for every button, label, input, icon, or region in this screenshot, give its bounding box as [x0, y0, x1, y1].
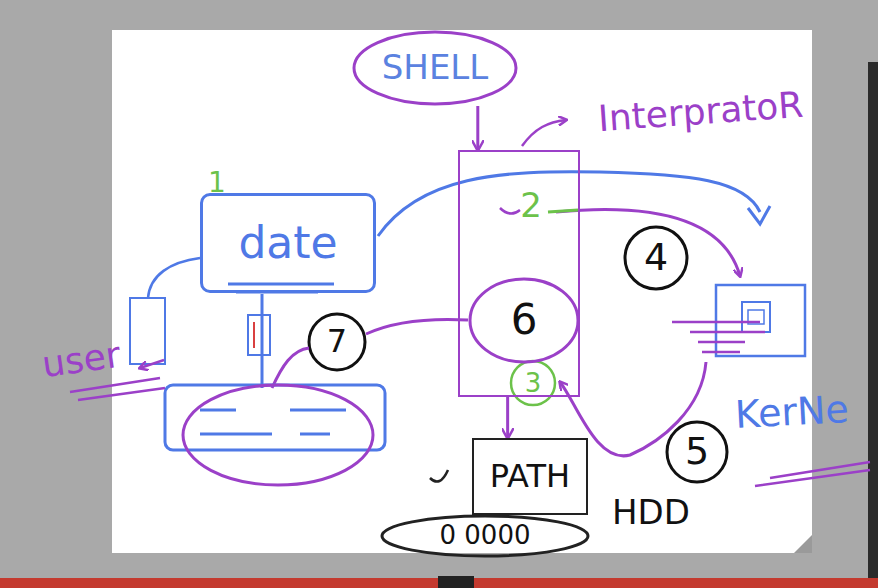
process-ellipse: 6 [468, 277, 580, 364]
wire [261, 294, 264, 388]
callout-number: 7 [327, 324, 347, 359]
mark [253, 322, 255, 348]
node-text: 6 [511, 296, 538, 344]
node-text: 2 [520, 186, 542, 225]
board [112, 30, 812, 553]
callout-circle [309, 314, 365, 370]
shell-ellipse: SHELL [352, 30, 518, 106]
component-label: user [40, 335, 123, 385]
wire [148, 258, 200, 298]
flow-line [378, 172, 760, 236]
screen-rect [165, 385, 385, 450]
screen-ellipse [183, 385, 373, 485]
path-box: PATH [472, 438, 588, 515]
flow-line [560, 362, 706, 456]
callout-circle [667, 422, 727, 482]
connector [476, 106, 479, 150]
component-label: HDD [612, 494, 690, 531]
node-text: PATH [490, 458, 570, 495]
arrow-head [748, 206, 770, 224]
callout-number: 5 [685, 431, 709, 473]
device-rect [130, 298, 165, 364]
ellipse-outline [382, 516, 588, 556]
kernel-box [716, 285, 805, 356]
tick-mark [548, 210, 578, 212]
corner [794, 535, 812, 553]
flow-line [272, 348, 309, 388]
node-text: SHELL [382, 48, 489, 87]
device-rect [248, 315, 270, 355]
pointer-line [522, 120, 566, 146]
disk-ellipse: 0 0000 [380, 514, 590, 558]
ellipse-outline [470, 279, 578, 362]
callout-circle [625, 227, 687, 289]
tick-mark [430, 470, 448, 482]
scribble [672, 322, 765, 352]
scribble [755, 462, 870, 486]
callout-number: 4 [644, 237, 668, 279]
underline [70, 378, 165, 400]
node-text: date [238, 218, 337, 269]
node-text: 0 0000 [440, 521, 531, 551]
bar-tab [438, 576, 474, 588]
side-strip [868, 62, 878, 588]
flow-line [366, 320, 468, 334]
component-label: KerNe [734, 389, 850, 437]
connector [506, 397, 509, 438]
tick-mark [500, 208, 520, 214]
command-box: date [200, 193, 376, 293]
step-number: 1 [208, 168, 226, 199]
ellipse-outline [354, 32, 516, 104]
interpreter-box: 26 [458, 150, 580, 397]
callout-number: 3 [525, 369, 542, 398]
kernel-icon [742, 302, 770, 332]
callout-circle [511, 361, 555, 405]
pointer-line [140, 360, 164, 368]
screen-text-lines [200, 410, 346, 434]
